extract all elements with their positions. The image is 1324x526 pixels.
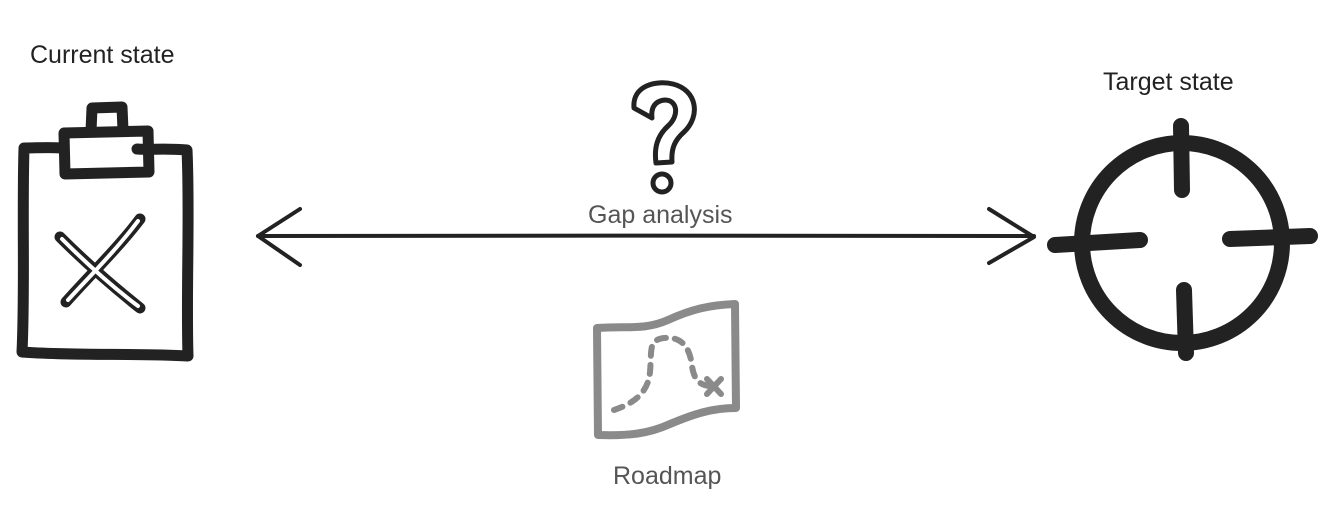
roadmap-label: Roadmap bbox=[613, 462, 722, 490]
gap-analysis-label: Gap analysis bbox=[588, 201, 733, 229]
current-state-label: Current state bbox=[30, 41, 175, 69]
question-mark-icon bbox=[631, 80, 697, 195]
crosshair-target-icon bbox=[1047, 118, 1318, 361]
clipboard-x-icon bbox=[16, 101, 194, 362]
target-state-label: Target state bbox=[1103, 68, 1234, 96]
clipboard-x-mark bbox=[60, 219, 140, 308]
treasure-map-icon bbox=[593, 300, 740, 440]
double-headed-arrow bbox=[256, 207, 1036, 267]
